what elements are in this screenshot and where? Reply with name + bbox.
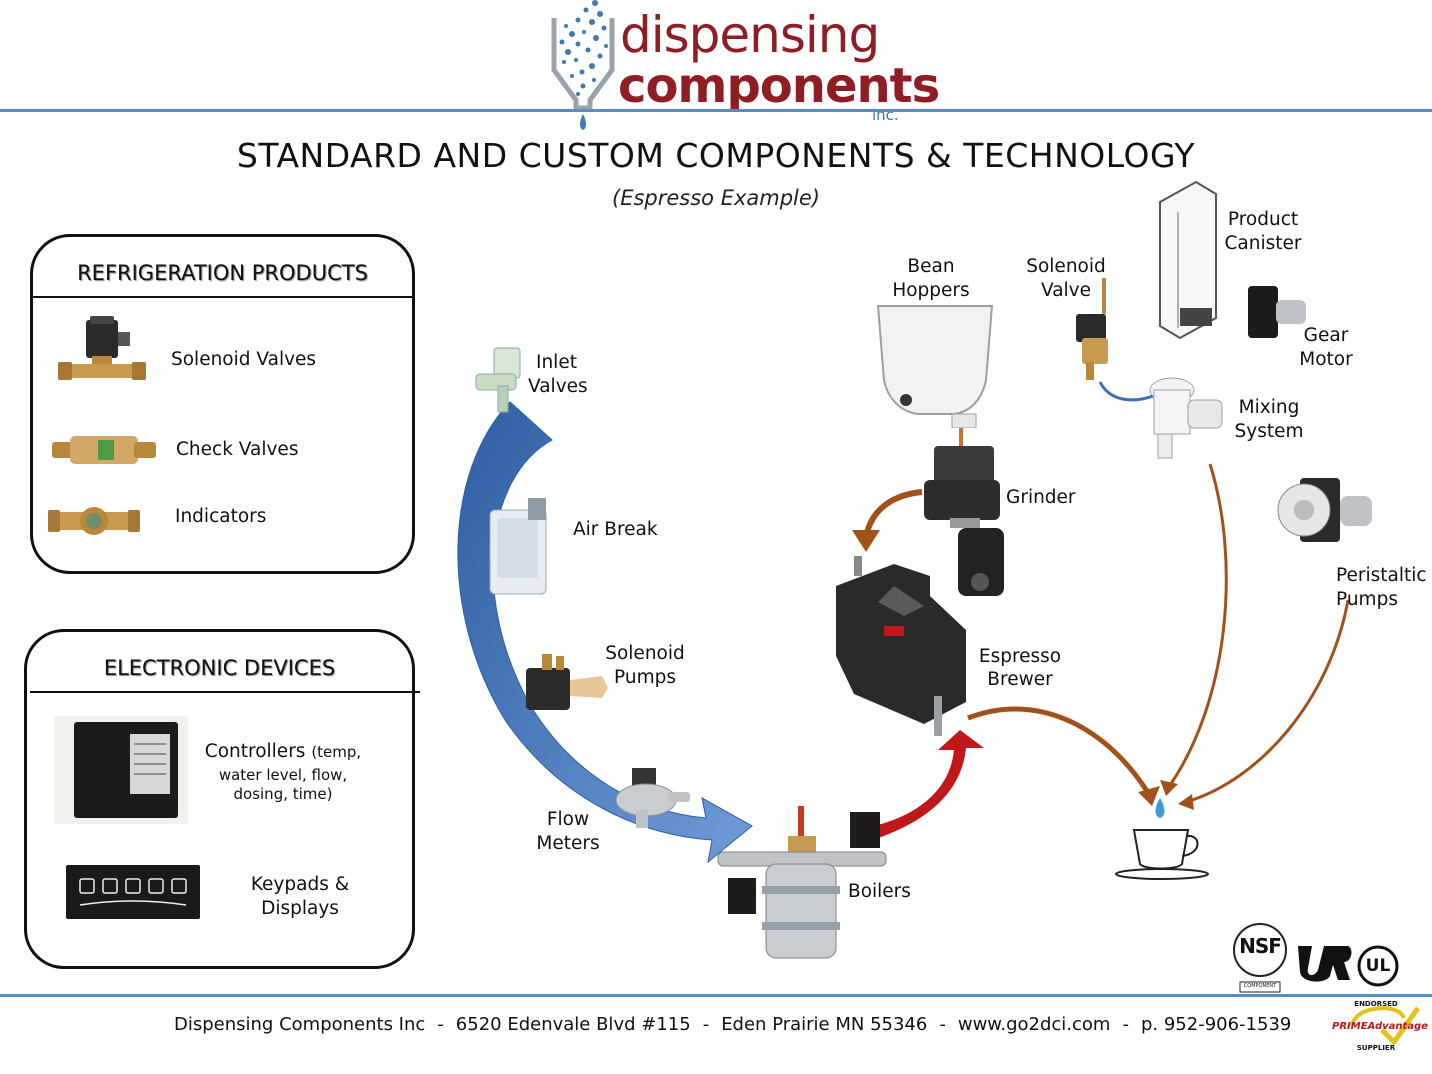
- solenoid-valve-product-icon: [58, 316, 146, 380]
- water-drop-icon: [1155, 798, 1165, 818]
- keypads-label-line2: Displays: [261, 898, 339, 919]
- gear-motor-icon: [1248, 286, 1306, 338]
- air-break-icon: [489, 498, 547, 595]
- inlet-valves-label-1: Inlet: [536, 352, 577, 373]
- bean-hopper-icon: [876, 305, 994, 428]
- product-canister-label-2: Canister: [1224, 233, 1302, 254]
- gear-motor-label-1: Gear: [1303, 325, 1349, 346]
- footer-website-link[interactable]: www.go2dci.com: [957, 1014, 1111, 1035]
- page-title: STANDARD AND CUSTOM COMPONENTS & TECHNOL…: [236, 136, 1196, 175]
- nsf-logo-subtext: COMPONENT: [1243, 983, 1277, 989]
- product-canister-label-1: Product: [1227, 209, 1299, 230]
- gear-motor-label-2: Motor: [1299, 349, 1353, 370]
- flow-meters-label-2: Meters: [536, 833, 600, 854]
- flow-meters-label-1: Flow: [546, 809, 590, 830]
- controllers-detail-2: water level, flow,: [218, 766, 348, 784]
- prime-badge-bottom-text: SUPPLIER: [1356, 1044, 1396, 1052]
- footer-sep: -: [939, 1014, 946, 1035]
- grinder-icon: [924, 446, 1004, 596]
- logo-text-dispensing: dispensing: [620, 6, 880, 64]
- espresso-brewer-label-1: Espresso: [978, 646, 1062, 667]
- controllers-label: Controllers: [204, 741, 306, 762]
- controller-product-icon: [54, 716, 188, 824]
- refrigeration-heading-rule: [33, 296, 412, 298]
- solenoid-pumps-label-2: Pumps: [614, 667, 676, 688]
- footer-city: Eden Prairie MN 55346: [721, 1014, 928, 1035]
- espresso-brewer-icon: [836, 556, 966, 736]
- electronics-heading: ELECTRONIC DEVICES: [103, 656, 336, 680]
- solenoid-pump-icon: [526, 654, 608, 710]
- check-valves-label: Check Valves: [176, 439, 299, 460]
- grinder-label: Grinder: [1006, 487, 1076, 508]
- solenoid-valve-icon: [1076, 278, 1108, 380]
- inlet-valves-label-2: Valves: [528, 376, 588, 397]
- inlet-valve-icon: [475, 347, 521, 413]
- solenoid-valve-label-1: Solenoid: [1026, 256, 1106, 277]
- hot-water-arrow: [874, 730, 984, 838]
- controllers-label-block: Controllers (temp,: [203, 740, 363, 764]
- prime-badge-top-text: ENDORSED: [1354, 1000, 1398, 1008]
- ul-logo-text: UL: [1365, 956, 1391, 976]
- nsf-logo-icon: [1233, 923, 1287, 993]
- espresso-cup-icon: [1115, 829, 1209, 880]
- ur-mark-icon: [1298, 946, 1352, 982]
- product-canister-icon: [1159, 180, 1217, 340]
- bean-hoppers-label-2: Hoppers: [892, 280, 970, 301]
- solenoid-pumps-label-1: Solenoid: [605, 643, 685, 664]
- prime-advantage-badge-icon: [1350, 1006, 1421, 1046]
- ul-logo-icon: [1357, 945, 1399, 987]
- peristaltic-arrow: [1185, 599, 1350, 804]
- water-flow-arrow: [457, 401, 753, 864]
- mixing-system-label-1: Mixing: [1238, 397, 1300, 418]
- boiler-icon: [717, 806, 887, 959]
- footer-divider: [0, 994, 1432, 997]
- footer-address: 6520 Edenvale Blvd #115: [455, 1014, 691, 1035]
- mix-arrow: [1166, 463, 1228, 789]
- page-subtitle: (Espresso Example): [612, 186, 820, 210]
- footer-sep: -: [1122, 1014, 1129, 1035]
- logo-funnel-icon: [551, 0, 615, 130]
- refrigeration-heading: REFRIGERATION PRODUCTS: [77, 261, 368, 285]
- peristaltic-pumps-label-2: Pumps: [1336, 589, 1398, 610]
- controllers-detail-1: (temp,: [311, 743, 362, 761]
- flow-meter-icon: [615, 768, 690, 828]
- keypads-label-line1: Keypads &: [250, 874, 350, 895]
- keypad-product-icon: [66, 865, 200, 919]
- peristaltic-pump-icon: [1277, 478, 1372, 542]
- logo-text-components: components: [618, 58, 940, 114]
- mixing-system-icon: [1149, 377, 1223, 459]
- bean-hoppers-label-1: Bean: [907, 256, 955, 277]
- air-break-label: Air Break: [573, 519, 658, 540]
- mixing-system-label-2: System: [1234, 421, 1304, 442]
- solenoid-valves-label: Solenoid Valves: [171, 349, 317, 370]
- nsf-logo-text: NSF: [1239, 934, 1282, 958]
- valve-to-mixer-arrow: [1098, 381, 1159, 402]
- check-valve-product-icon: [52, 436, 156, 464]
- footer-company: Dispensing Components Inc: [174, 1014, 426, 1035]
- indicator-product-icon: [48, 507, 140, 535]
- header-divider: [0, 109, 1432, 112]
- footer-sep: -: [437, 1014, 444, 1035]
- espresso-arrow: [967, 706, 1153, 798]
- electronics-heading-rule: [30, 691, 420, 693]
- footer-contact: Dispensing Components Inc-6520 Edenvale …: [0, 1014, 1432, 1035]
- indicators-label: Indicators: [175, 506, 267, 527]
- espresso-brewer-label-2: Brewer: [987, 669, 1053, 690]
- footer-phone: p. 952-906-1539: [1140, 1014, 1292, 1035]
- footer-sep: -: [702, 1014, 710, 1035]
- peristaltic-pumps-label-1: Peristaltic: [1336, 565, 1427, 586]
- boilers-label: Boilers: [848, 881, 911, 902]
- controllers-detail-3: dosing, time): [233, 785, 333, 803]
- prime-badge-name: PRIMEAdvantage: [1332, 1021, 1428, 1032]
- solenoid-valve-label-2: Valve: [1040, 280, 1092, 301]
